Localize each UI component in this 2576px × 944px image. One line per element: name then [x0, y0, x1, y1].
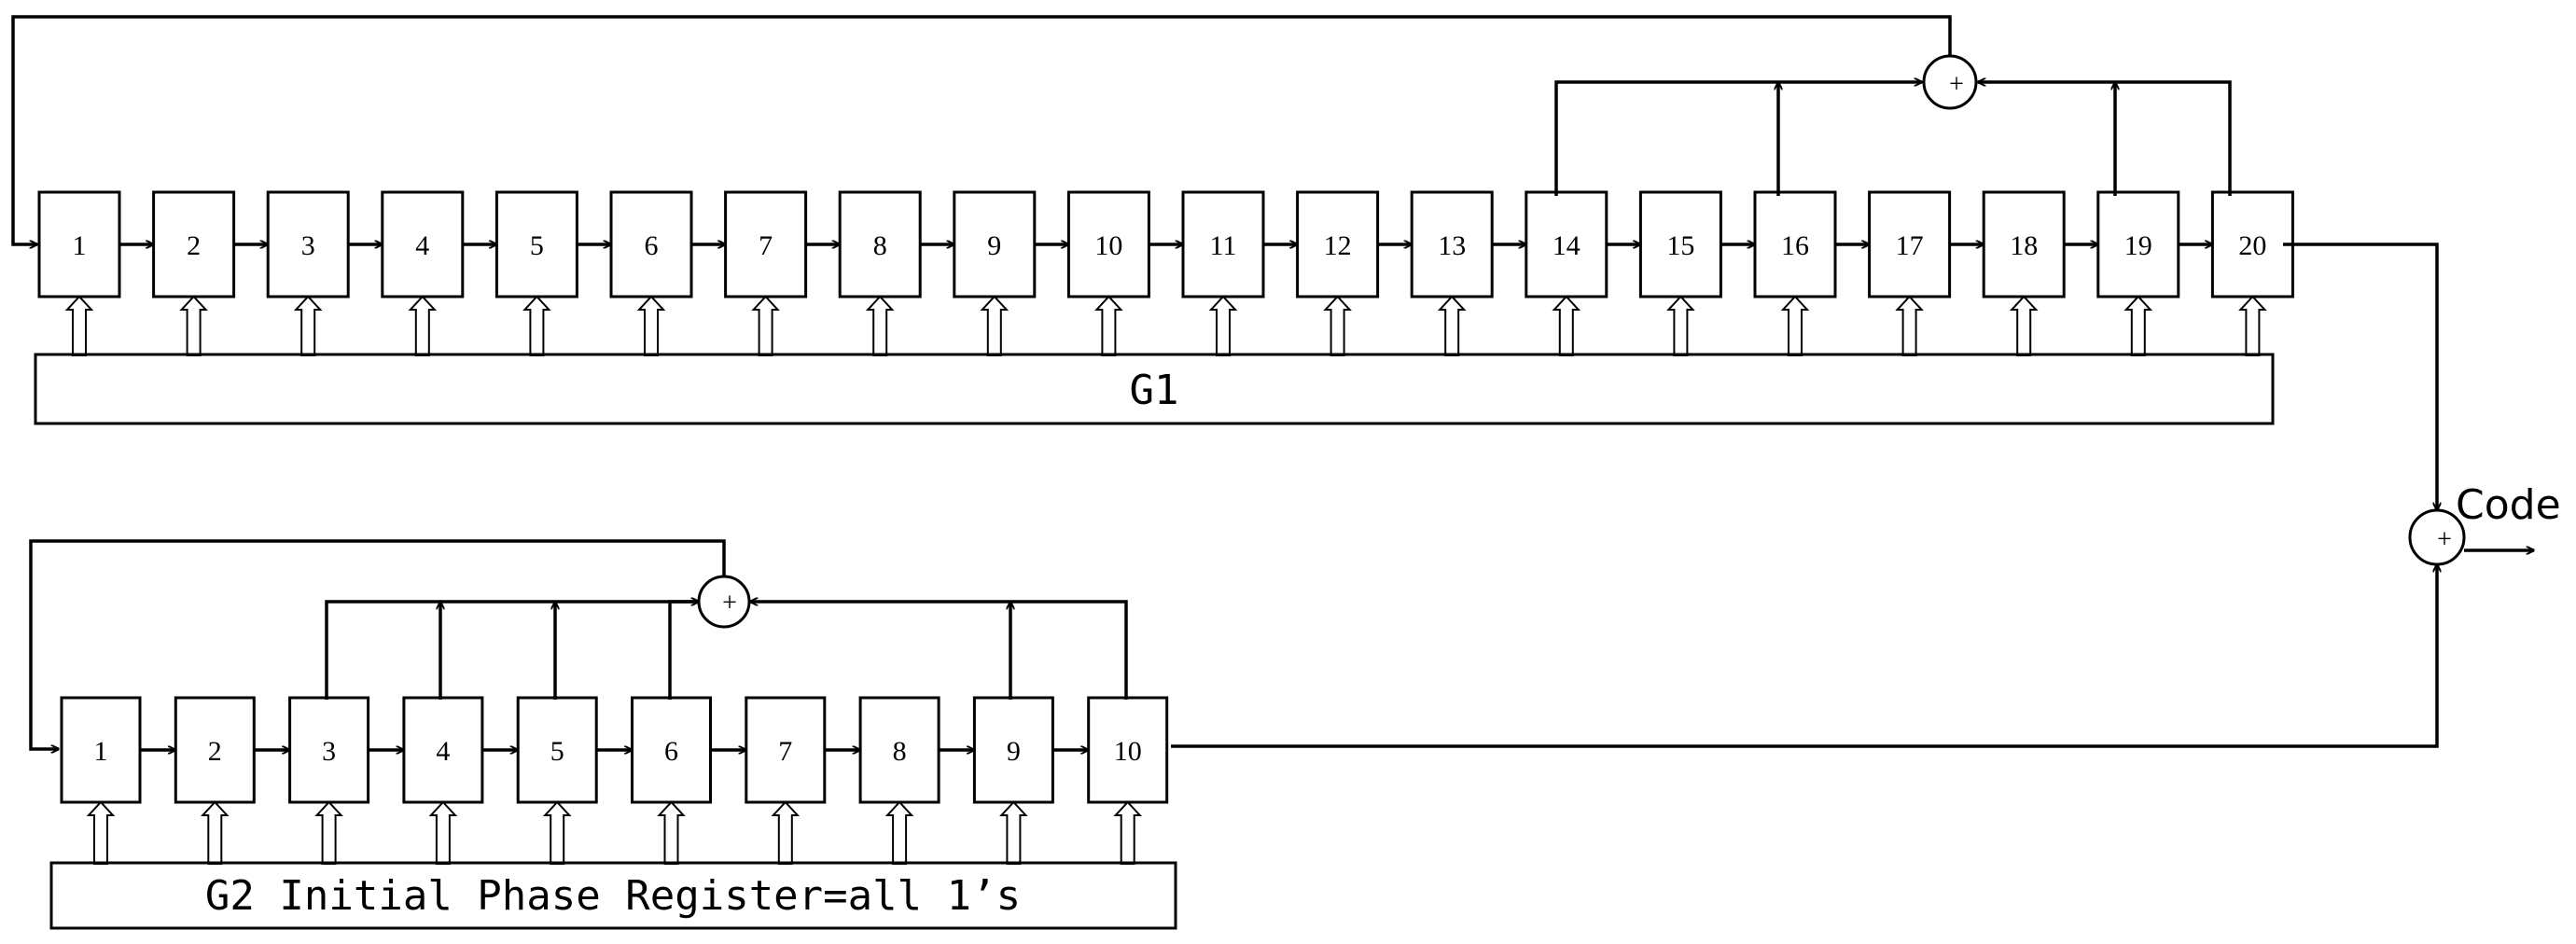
g2-stage-label: 6 — [664, 736, 678, 767]
g1-feedback-network: + — [11, 15, 2232, 244]
output-xor-symbol: + — [2437, 525, 2452, 554]
g2-stage-8 — [858, 696, 940, 804]
g2-stage-label: 8 — [893, 736, 907, 767]
g2-stage-label: 1 — [94, 736, 108, 767]
g1-stage-label: 12 — [1324, 230, 1352, 261]
g2-bar-label: G2 Initial Phase Register=all 1’s — [205, 872, 1021, 920]
g2-output-line — [1171, 564, 2437, 748]
g1-load-arrow — [1437, 295, 1467, 356]
g2-load-arrow — [657, 800, 686, 865]
g1-stage-label: 6 — [645, 230, 659, 261]
g1-load-arrow — [64, 295, 94, 356]
g1-stage-label: 7 — [759, 230, 773, 261]
g1-stage-label: 20 — [2238, 230, 2266, 261]
g1-load-arrow — [1323, 295, 1352, 356]
g1-stage-label: 1 — [73, 230, 87, 261]
g1-load-arrow — [179, 295, 208, 356]
g2-stage-10 — [1087, 696, 1169, 804]
g2-tap-3 — [325, 600, 695, 700]
g1-stage-5 — [494, 190, 578, 298]
g1-stage-label: 15 — [1666, 230, 1694, 261]
g2-stage-label: 5 — [550, 736, 564, 767]
g1-stage-label: 2 — [187, 230, 201, 261]
g1-load-arrow — [1208, 295, 1238, 356]
g1-stage-label: 16 — [1781, 230, 1809, 261]
g1-bar-label: G1 — [1130, 367, 1179, 414]
g2-load-arrows — [86, 800, 1142, 865]
g1-stage-label: 19 — [2124, 230, 2152, 261]
g1-load-arrow — [1094, 295, 1123, 356]
g1-stage-label: 14 — [1553, 230, 1580, 261]
g1-load-arrow — [751, 295, 780, 356]
g1-load-arrow — [522, 295, 551, 356]
g1-stage-1 — [37, 190, 121, 298]
g2-stage-label: 7 — [778, 736, 792, 767]
g2-load-arrow — [771, 800, 801, 865]
g1-xor-symbol: + — [1949, 70, 1964, 99]
g1-load-arrow — [1666, 295, 1695, 356]
g1-stage-label: 9 — [987, 230, 1001, 261]
g1-stage-label: 17 — [1896, 230, 1924, 261]
g1-load-arrow — [1895, 295, 1924, 356]
g2-load-arrow — [314, 800, 343, 865]
g1-stage-3 — [266, 190, 350, 298]
g2-load-arrow — [884, 800, 914, 865]
g2-load-arrow — [999, 800, 1028, 865]
g1-load-arrow — [980, 295, 1010, 356]
g1-stage-7 — [724, 190, 808, 298]
g1-tap-14 — [1554, 82, 1922, 196]
g1-stage-label: 4 — [415, 230, 429, 261]
g1-stage-label: 5 — [530, 230, 544, 261]
g2-stage-label: 2 — [208, 736, 222, 767]
g2-stage-label: 4 — [436, 736, 450, 767]
g1-load-arrow — [293, 295, 323, 356]
output-network: + Code — [1171, 243, 2561, 748]
g1-stage-label: 18 — [2010, 230, 2038, 261]
g1-stage-label: 13 — [1438, 230, 1466, 261]
g2-stage-label: 10 — [1114, 736, 1142, 767]
output-xor-adder — [2408, 508, 2466, 566]
g2-load-arrow — [428, 800, 458, 865]
g2-stage-6 — [631, 696, 712, 804]
g1-load-arrow — [1552, 295, 1581, 356]
g2-xor-symbol: + — [722, 589, 737, 618]
g1-load-arrows — [64, 295, 2267, 356]
g2-load-arrow — [542, 800, 572, 865]
g1-load-bar — [34, 353, 2275, 425]
g2-tap-10 — [750, 602, 1128, 700]
g1-load-arrow — [2123, 295, 2153, 356]
g2-feedback-network: + — [29, 539, 1128, 749]
g2-stage-5 — [516, 696, 598, 804]
g1-stage-12 — [1296, 190, 1380, 298]
g2-load-bar — [49, 861, 1177, 930]
g1-load-arrow — [2238, 295, 2267, 356]
g2-tap-6 — [668, 602, 699, 700]
g1-load-arrow — [2009, 295, 2039, 356]
g1-stage-label: 10 — [1094, 230, 1122, 261]
g2-register: 1 2 3 4 5 6 7 8 9 10 — [60, 696, 1169, 804]
g1-tap-20 — [1978, 82, 2232, 196]
g2-load-arrow — [201, 800, 230, 865]
g1-stage-label: 8 — [873, 230, 887, 261]
g1-output-line — [2283, 243, 2437, 510]
code-label: Code — [2456, 481, 2561, 529]
g1-load-arrow — [408, 295, 438, 356]
g2-load-arrow — [86, 800, 116, 865]
g1-load-arrow — [1780, 295, 1810, 356]
g2-stage-label: 3 — [322, 736, 336, 767]
g1-load-arrow — [865, 295, 895, 356]
g1-load-arrow — [636, 295, 666, 356]
g2-stage-label: 9 — [1007, 736, 1021, 767]
g1-stage-label: 3 — [301, 230, 315, 261]
g1-feedback-line — [11, 15, 1952, 244]
g1-stage-label: 11 — [1210, 230, 1237, 261]
g2-feedback-line — [29, 539, 726, 749]
g2-load-arrow — [1113, 800, 1142, 865]
